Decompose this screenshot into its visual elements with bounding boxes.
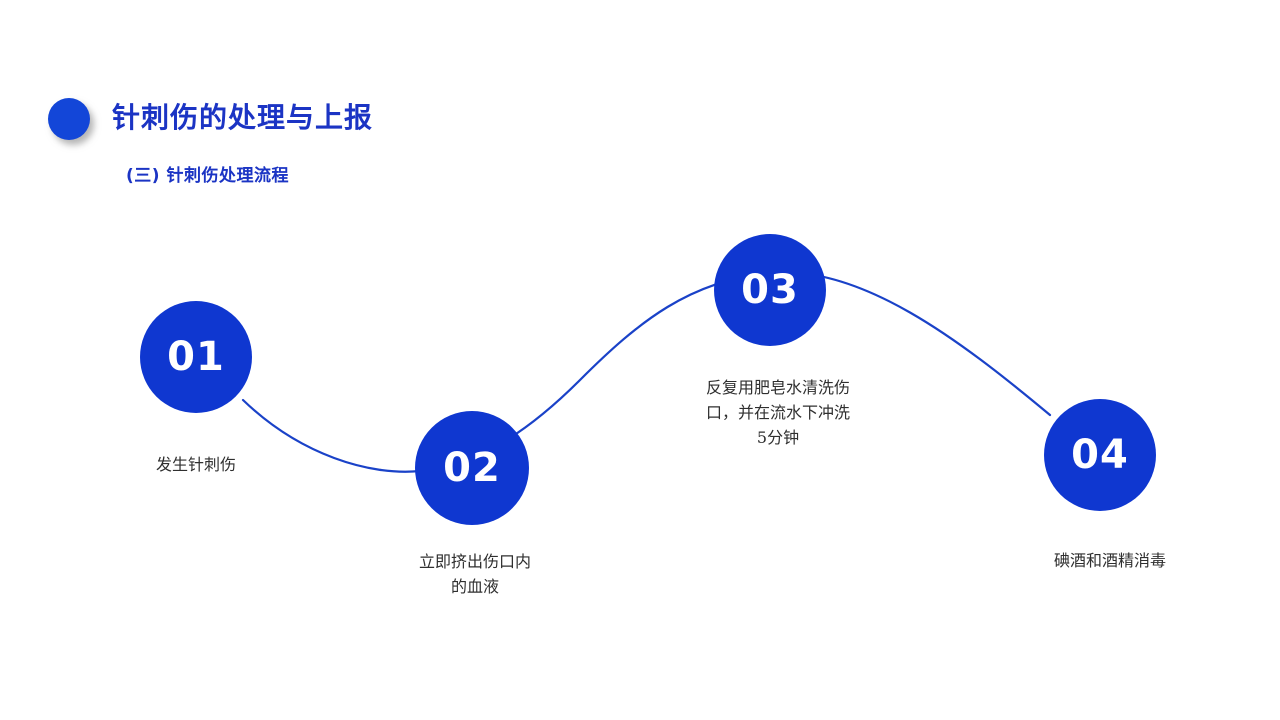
flow-node-02[interactable]: 02 (415, 411, 529, 525)
page-title: 针刺伤的处理与上报 (112, 101, 374, 134)
flow-caption-04: 碘酒和酒精消毒 (1053, 551, 1166, 570)
flow-node-01[interactable]: 01 (140, 301, 252, 413)
flow-node-number: 04 (1071, 432, 1129, 478)
flow-node-number: 01 (167, 334, 225, 380)
section-subtitle: (三) 针刺伤处理流程 (126, 166, 289, 186)
flow-caption-03: 反复用肥皂水清洗伤 口，并在流水下冲洗 5分钟 (705, 378, 850, 447)
flow-caption-01: 发生针刺伤 (155, 455, 236, 474)
flow-node-03[interactable]: 03 (714, 234, 826, 346)
header-bullet-circle-icon (48, 98, 90, 140)
flow-caption-02: 立即挤出伤口内 的血液 (418, 552, 531, 596)
flow-node-04[interactable]: 04 (1044, 399, 1156, 511)
slide-header: 针刺伤的处理与上报 (0, 44, 1280, 140)
flow-node-number: 03 (741, 267, 799, 313)
flow-node-number: 02 (443, 445, 501, 491)
